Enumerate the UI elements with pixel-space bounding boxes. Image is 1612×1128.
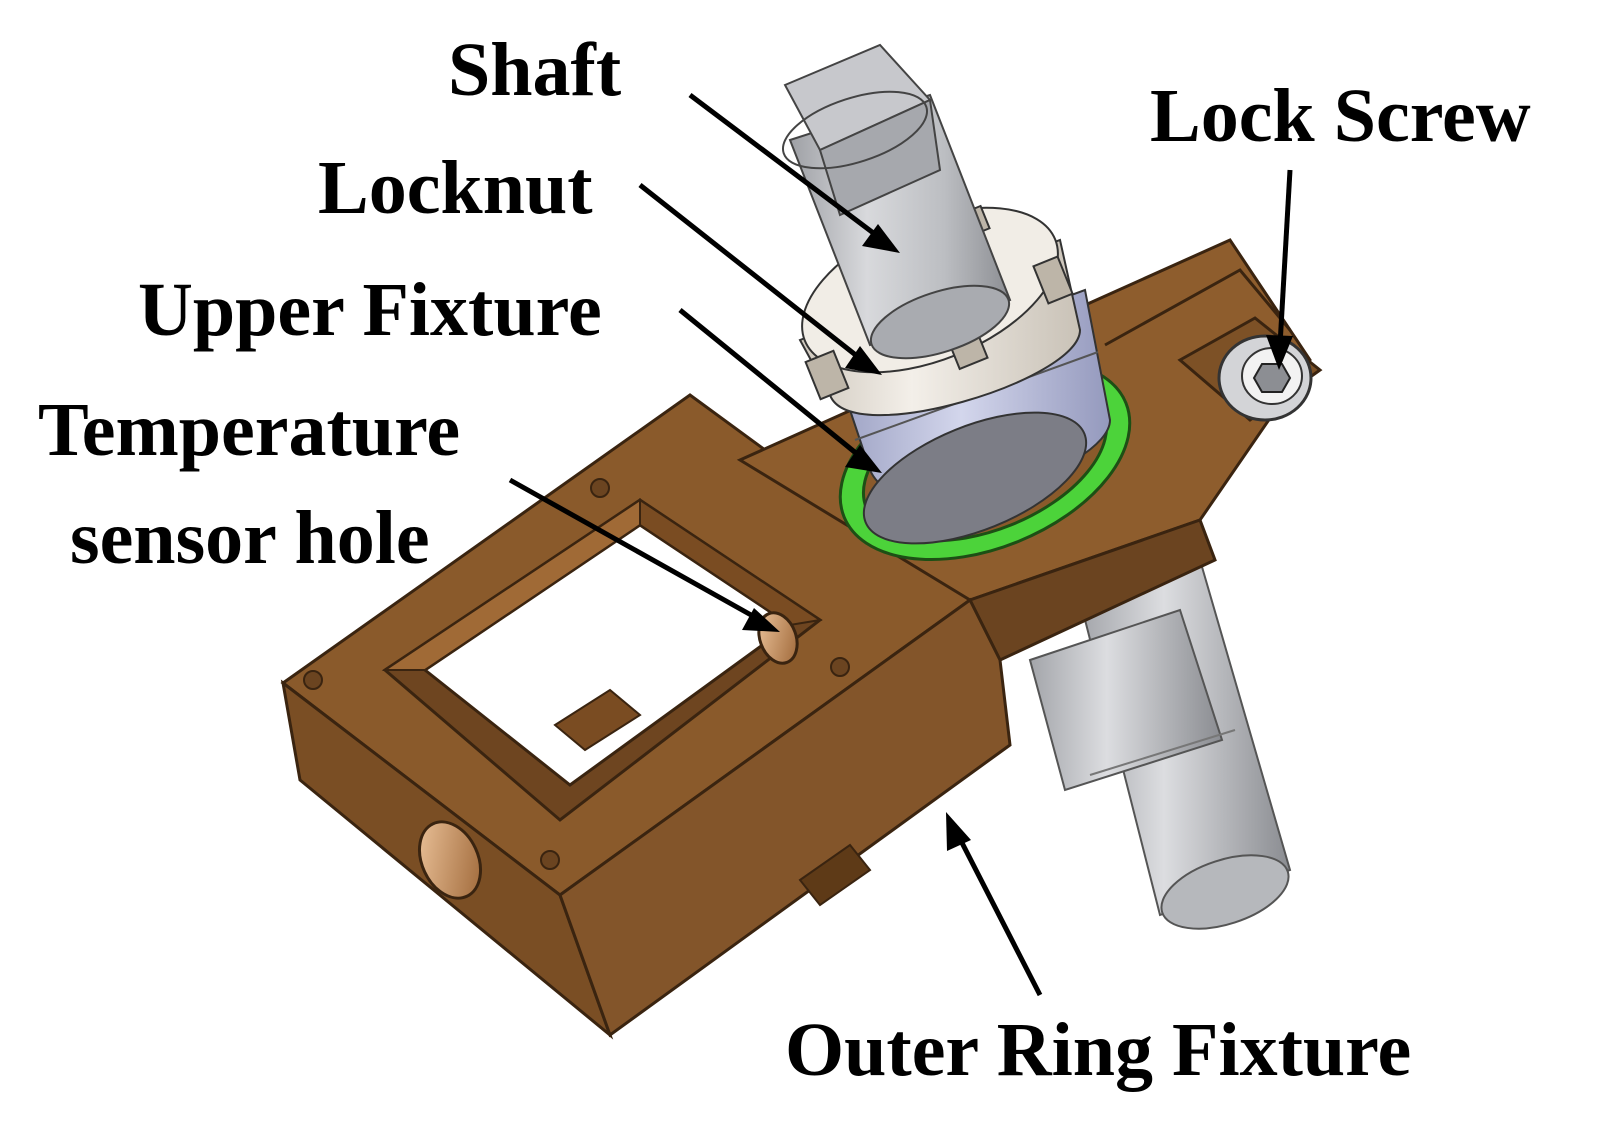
lower-shaft — [1028, 558, 1292, 930]
label-temperature-line1: Temperature — [38, 388, 461, 472]
lock-screw — [1217, 334, 1313, 422]
shaft-arrow — [688, 93, 900, 253]
label-upper-fixture: Upper Fixture — [138, 268, 602, 352]
label-temperature-line2: sensor hole — [70, 496, 430, 580]
label-lock-screw: Lock Screw — [1150, 74, 1531, 158]
callout-arrows — [508, 93, 1293, 997]
label-shaft: Shaft — [448, 28, 622, 112]
label-outer-ring-fixture: Outer Ring Fixture — [785, 1008, 1412, 1092]
upper-fixture-arrow — [678, 308, 882, 473]
locknut-arrow — [638, 183, 882, 375]
label-locknut: Locknut — [318, 146, 593, 230]
lock-screw-arrow — [1266, 169, 1293, 370]
temperature-sensor-arrow — [508, 477, 780, 632]
shaft — [781, 43, 1012, 360]
outer-ring-arrow — [946, 812, 1043, 997]
